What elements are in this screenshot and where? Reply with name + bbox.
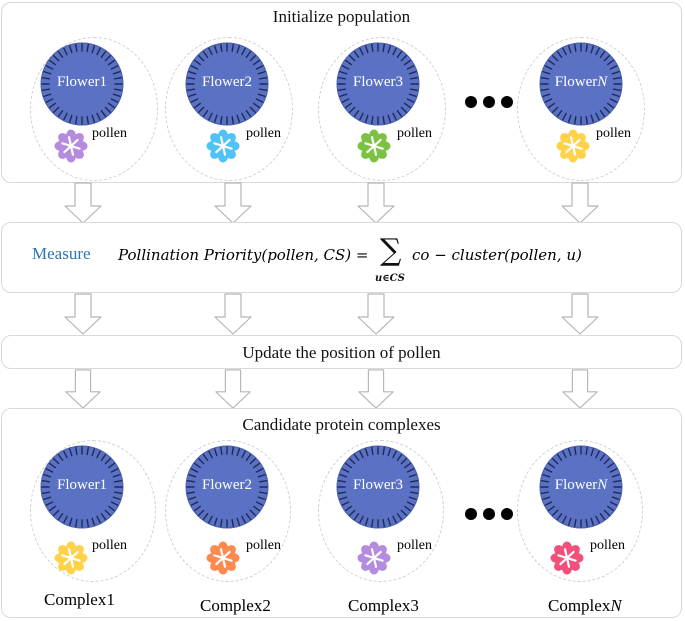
- top-flower-cell-n: FlowerN pollen: [517, 37, 647, 182]
- down-arrow: [561, 293, 599, 335]
- down-arrow: [64, 293, 102, 335]
- complex-label-3: Complex3: [348, 596, 419, 615]
- down-arrow: [214, 182, 252, 224]
- flower-1: [40, 445, 124, 529]
- pollen-icon: [556, 129, 590, 163]
- pollen-label: pollen: [246, 126, 281, 141]
- flower-1: [40, 42, 124, 126]
- flower-3: [336, 42, 420, 126]
- formula-lhs: Pollination Priority(pollen, CS) =: [118, 246, 369, 264]
- flower-n: [539, 42, 623, 126]
- down-arrow: [561, 182, 599, 224]
- down-arrow: [358, 369, 394, 409]
- halo: [318, 440, 444, 582]
- halo: [165, 37, 293, 181]
- flower-n: [539, 445, 623, 529]
- pollen-label: pollen: [397, 538, 432, 553]
- top-flower-cell-3: Flower3 pollen: [318, 37, 448, 182]
- halo: [318, 37, 446, 181]
- flower-2: [185, 445, 269, 529]
- halo: [517, 440, 643, 582]
- down-arrow: [65, 369, 101, 409]
- top-flower-cell-1: Flower1 pollen: [30, 37, 160, 182]
- bottom-flower-cell-2: Flower2 pollen: [165, 440, 295, 585]
- pollen-label: pollen: [92, 538, 127, 553]
- init-title: Initialize population: [272, 7, 411, 26]
- measure-panel: [1, 222, 682, 293]
- pollen-icon: [206, 129, 240, 163]
- pollen-label: pollen: [596, 126, 631, 141]
- pollen-icon: [357, 129, 391, 163]
- complex-label-n: ComplexN: [548, 596, 622, 615]
- sum-subscript: u∈CS: [375, 273, 405, 284]
- pollen-icon: [54, 541, 88, 575]
- complex-label-1: Complex1: [44, 590, 115, 609]
- update-title: Update the position of pollen: [242, 343, 441, 362]
- down-arrow: [357, 182, 395, 224]
- pollen-label: pollen: [397, 126, 432, 141]
- down-arrow: [562, 369, 598, 409]
- down-arrow: [215, 369, 251, 409]
- ellipsis-dots: [465, 96, 519, 108]
- formula-rhs: co − cluster(pollen, u): [412, 246, 582, 264]
- top-flower-cell-2: Flower2 pollen: [165, 37, 295, 182]
- pollen-label: pollen: [590, 538, 625, 553]
- complex-label-2: Complex2: [200, 596, 271, 615]
- sum-symbol: ∑: [380, 233, 402, 268]
- halo: [165, 440, 291, 582]
- update-panel: Update the position of pollen: [1, 335, 682, 369]
- pollen-icon: [206, 541, 240, 575]
- pollen-icon: [54, 129, 88, 163]
- flower-2: [185, 42, 269, 126]
- down-arrow: [357, 293, 395, 335]
- ellipsis-dots: [465, 508, 519, 520]
- candidates-title: Candidate protein complexes: [242, 415, 441, 434]
- pollen-icon: [550, 541, 584, 575]
- bottom-flower-cell-3: Flower3 pollen: [318, 440, 448, 585]
- pollen-label: pollen: [92, 126, 127, 141]
- pollen-icon: [357, 541, 391, 575]
- bottom-flower-cell-1: Flower1 pollen: [30, 440, 160, 585]
- down-arrow: [64, 182, 102, 224]
- down-arrow: [214, 293, 252, 335]
- bottom-flower-cell-n: FlowerN pollen: [517, 440, 647, 585]
- pollen-label: pollen: [246, 538, 281, 553]
- flower-3: [336, 445, 420, 529]
- halo: [517, 37, 645, 181]
- measure-label: Measure: [32, 244, 91, 263]
- halo: [30, 37, 158, 181]
- halo: [30, 440, 156, 582]
